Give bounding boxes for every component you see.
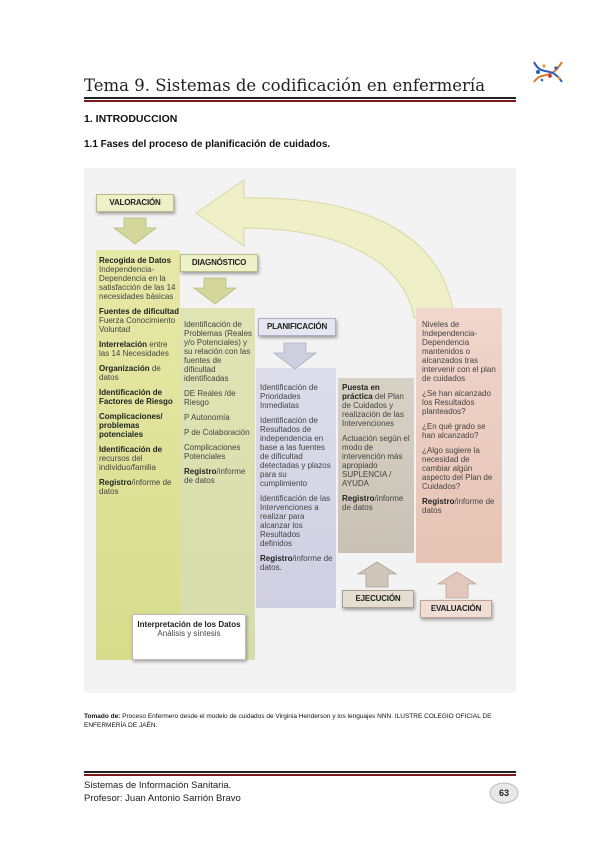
header-rule-accent: [84, 100, 516, 102]
valoracion-item-text: Independencia-Dependencia en la satisfac…: [99, 265, 176, 301]
valoracion-item-bold: Organización: [99, 364, 152, 373]
diagnostico-item: Registro/informe de datos: [184, 467, 254, 485]
interpretacion-title: Interpretación de los Datos: [137, 620, 241, 629]
ejecucion-item-bold: Registro: [342, 494, 375, 503]
ejecucion-item-text: /informe de datos: [342, 494, 404, 512]
section-heading: 1. INTRODUCCION: [84, 113, 178, 125]
valoracion-item: Interrelación entre las 14 Necesidades: [99, 340, 179, 358]
planificacion-item-bold: Registro: [260, 554, 293, 563]
diagnostico-panel: Identificación de Problemas (Reales y/o …: [184, 320, 254, 491]
care-process-diagram: VALORACIÓN DIAGNÓSTICO PLANIFICACIÓN EJE…: [84, 168, 516, 693]
page-number-badge: [489, 782, 519, 804]
valoracion-item: Complicaciones/ problemas potenciales: [99, 412, 179, 439]
evaluacion-item: ¿Se han alcanzado los Resultados plantea…: [422, 389, 498, 416]
valoracion-item-text: Fuerza Conocimiento Voluntad: [99, 316, 176, 334]
valoracion-item-text: /informe de datos: [99, 478, 172, 496]
valoracion-item-bold: Identificación de: [99, 445, 163, 454]
header-rule: [84, 97, 516, 99]
planificacion-panel: Identificación de Prioridades Inmediatas…: [260, 383, 334, 578]
valoracion-item-bold: Fuentes de dificultad: [99, 307, 180, 316]
footer-rule: [84, 771, 516, 773]
planificacion-title: PLANIFICACIÓN: [258, 318, 336, 336]
diagram-background: [96, 179, 502, 660]
dna-molecule-icon: [533, 61, 563, 83]
valoracion-item: Registro/informe de datos: [99, 478, 179, 496]
evaluacion-item-text: ¿En qué grado se han alcanzado?: [422, 422, 486, 440]
diagnostico-title: DIAGNÓSTICO: [180, 254, 258, 272]
diagnostico-item: Complicaciones Potenciales: [184, 443, 254, 461]
evaluacion-item-bold: Registro: [422, 497, 455, 506]
diagnostico-item-text: Identificación de Problemas (Reales y/o …: [184, 320, 253, 383]
planificacion-item: Identificación de Resultados de independ…: [260, 416, 334, 488]
diagnostico-item-text: P Autonomía: [184, 413, 230, 422]
planificacion-item-text: /informe de datos.: [260, 554, 333, 572]
valoracion-item-bold: Registro: [99, 478, 132, 487]
valoracion-item: Organización de datos: [99, 364, 179, 382]
page-number: 63: [498, 788, 509, 798]
diagnostico-item-text: /informe de datos: [184, 467, 246, 485]
valoracion-item-text: de datos: [99, 364, 161, 382]
diagnostico-item: Identificación de Problemas (Reales y/o …: [184, 320, 254, 383]
diagnostico-item: P de Colaboración: [184, 428, 254, 437]
evaluacion-item-text: ¿Se han alcanzado los Resultados plantea…: [422, 389, 491, 416]
valoracion-item-text: recursos del individuo/familia: [99, 454, 156, 472]
planificacion-item: Identificación de las Intervenciones a r…: [260, 494, 334, 548]
valoracion-item-bold: Complicaciones/ problemas potenciales: [99, 412, 163, 439]
ejecucion-item: Puesta en práctica del Plan de Cuidados …: [342, 383, 412, 428]
valoracion-title: VALORACIÓN: [96, 194, 174, 212]
valoracion-item: Identificación de recursos del individuo…: [99, 445, 179, 472]
diagnostico-item-text: P de Colaboración: [184, 428, 250, 437]
figure-source: Tomado de: Proceso Enfermero desde el mo…: [84, 712, 516, 730]
section-subheading: 1.1 Fases del proceso de planificación d…: [84, 139, 331, 150]
interpretacion-box: Interpretación de los Datos Análisis y s…: [132, 614, 246, 660]
evaluacion-title: EVALUACIÓN: [420, 600, 492, 618]
evaluacion-panel: Niveles de Independencia-Dependencia man…: [422, 320, 498, 521]
diagnostico-item-text: DE Reales /de Riesgo: [184, 389, 236, 407]
valoracion-item-bold: Interrelación: [99, 340, 150, 349]
valoracion-item: Fuentes de dificultad Fuerza Conocimient…: [99, 307, 179, 334]
planificacion-item-text: Identificación de las Intervenciones a r…: [260, 494, 331, 548]
valoracion-item-bold: Identificación de Factores de Riesgo: [99, 388, 173, 406]
evaluacion-item: Niveles de Independencia-Dependencia man…: [422, 320, 498, 383]
planificacion-item-text: Identificación de Prioridades Inmediatas: [260, 383, 318, 410]
planificacion-item: Identificación de Prioridades Inmediatas: [260, 383, 334, 410]
interpretacion-subtitle: Análisis y síntesis: [157, 629, 221, 638]
planificacion-item-text: Identificación de Resultados de independ…: [260, 416, 331, 488]
ejecucion-title: EJECUCIÓN: [342, 590, 414, 608]
evaluacion-item-text: ¿Algo sugiere la necesidad de cambiar al…: [422, 446, 493, 491]
ejecucion-item-text: Actuación según el modo de intervención …: [342, 434, 410, 488]
diagnostico-item: P Autonomía: [184, 413, 254, 422]
valoracion-item: Recogida de Datos Independencia-Dependen…: [99, 256, 179, 301]
footer-rule-accent: [84, 774, 516, 776]
valoracion-item: Identificación de Factores de Riesgo: [99, 388, 179, 406]
valoracion-item-bold: Recogida de Datos: [99, 256, 172, 265]
ejecucion-panel: Puesta en práctica del Plan de Cuidados …: [342, 383, 412, 518]
page-header-title: Tema 9. Sistemas de codificación en enfe…: [84, 76, 486, 95]
valoracion-item-text: entre las 14 Necesidades: [99, 340, 169, 358]
footer-professor: Profesor: Juan Antonio Sarrión Bravo: [84, 793, 241, 804]
evaluacion-item: Registro/informe de datos: [422, 497, 498, 515]
evaluacion-item: ¿Algo sugiere la necesidad de cambiar al…: [422, 446, 498, 491]
source-text: Proceso Enfermero desde el modelo de cui…: [84, 713, 492, 729]
ejecucion-item-text: del Plan de Cuidados y realización de la…: [342, 392, 404, 428]
ejecucion-item-bold: Puesta en práctica: [342, 383, 380, 401]
ejecucion-item: Registro/informe de datos: [342, 494, 412, 512]
diagnostico-item-bold: Registro: [184, 467, 217, 476]
diagnostico-item: DE Reales /de Riesgo: [184, 389, 254, 407]
footer-course: Sistemas de Información Sanitaria.: [84, 780, 232, 791]
evaluacion-item-text: Niveles de Independencia-Dependencia man…: [422, 320, 496, 383]
evaluacion-item: ¿En qué grado se han alcanzado?: [422, 422, 498, 440]
planificacion-item: Registro/informe de datos.: [260, 554, 334, 572]
diagnostico-item-text: Complicaciones Potenciales: [184, 443, 241, 461]
evaluacion-item-text: /informe de datos: [422, 497, 495, 515]
ejecucion-item: Actuación según el modo de intervención …: [342, 434, 412, 488]
source-label: Tomado de:: [84, 713, 121, 720]
valoracion-panel: Recogida de Datos Independencia-Dependen…: [99, 256, 179, 502]
